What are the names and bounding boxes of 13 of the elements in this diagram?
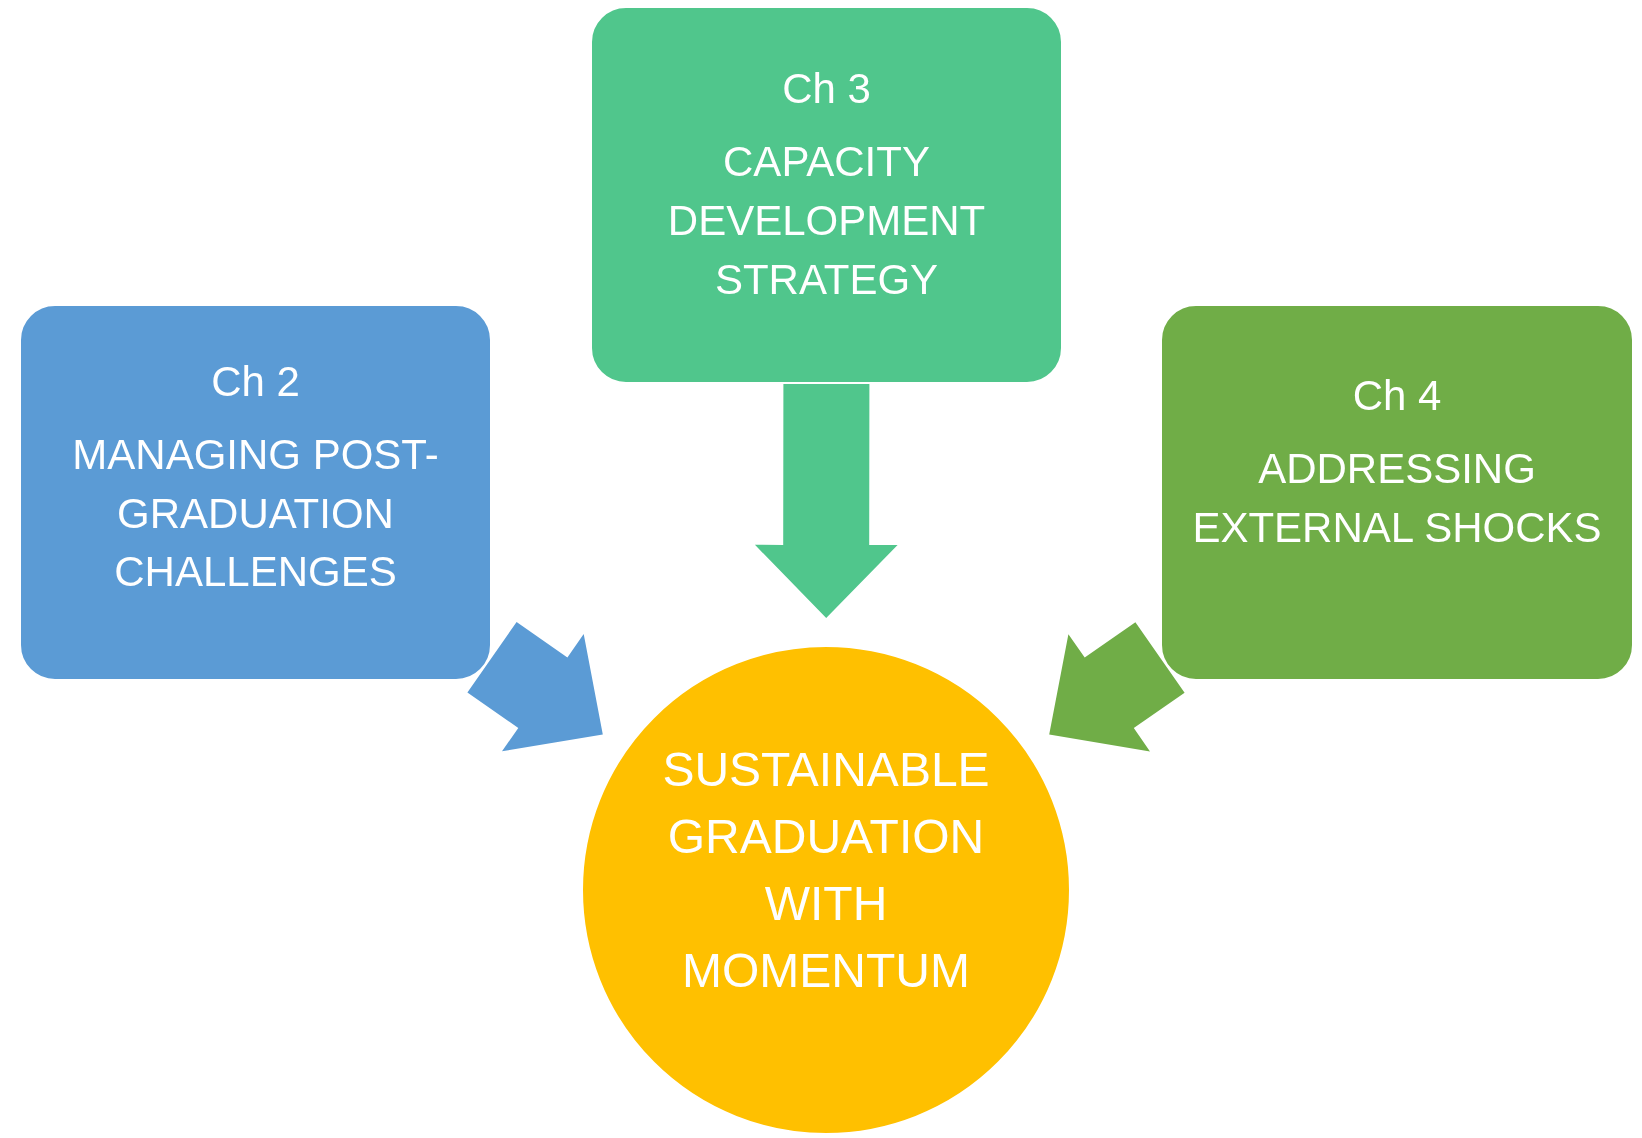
block-arrow: [754, 384, 898, 618]
chapter-label: Ch 2: [211, 356, 300, 407]
block-arrow: [1049, 622, 1185, 752]
chapter-box: [590, 6, 1063, 384]
goal-text: SUSTAINABLE GRADUATION WITH MOMENTUM: [661, 741, 991, 1000]
chapter-label: Ch 3: [782, 64, 871, 115]
chapter-title: ADDRESSING EXTERNAL SHOCKS: [1191, 444, 1603, 553]
block-arrow: [467, 622, 603, 752]
chapter-title: CAPACITY DEVELOPMENT STRATEGY: [666, 137, 987, 305]
chapter-label: Ch 4: [1352, 371, 1442, 422]
chapter-title: MANAGING POST-GRADUATION CHALLENGES: [71, 429, 440, 598]
chapter-box: [19, 304, 492, 681]
chapter-box: [1160, 304, 1634, 681]
